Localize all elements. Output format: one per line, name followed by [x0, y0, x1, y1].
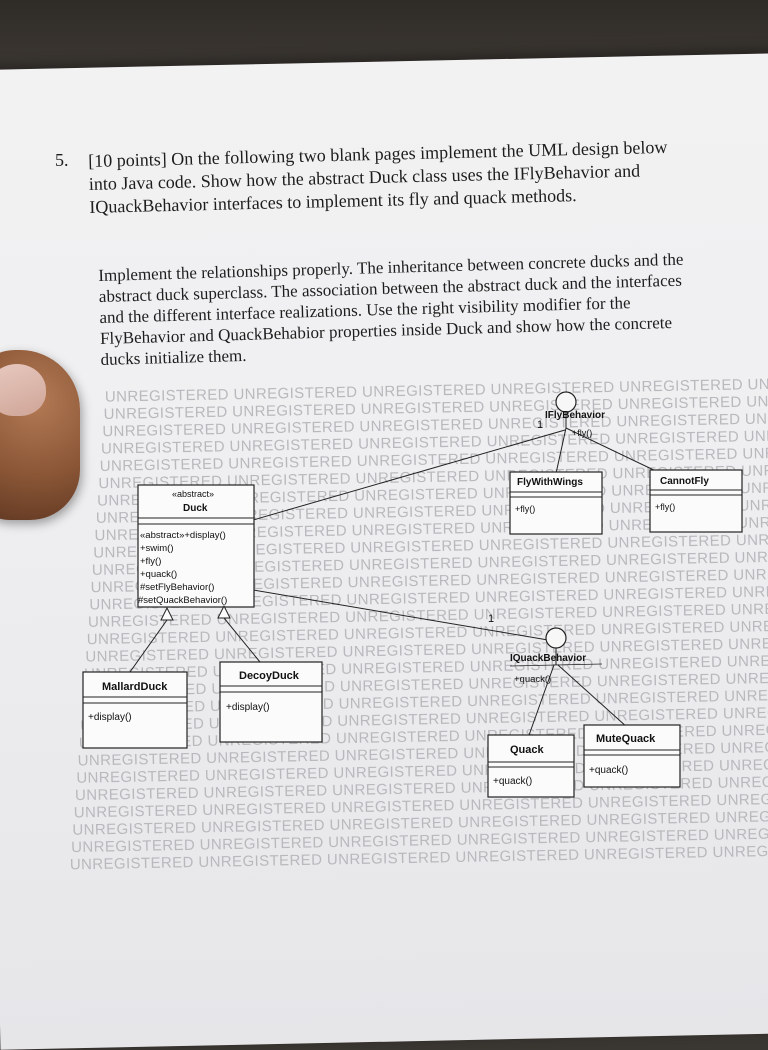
svg-text:CannotFly: CannotFly [660, 476, 709, 487]
quack-interface-op: +quack() [514, 674, 551, 685]
thumbnail-nail [0, 364, 46, 416]
quack-interface-icon [545, 627, 567, 649]
duck-op: +swim() [140, 543, 174, 554]
class-flywithwings: FlyWithWings +fly() [509, 471, 603, 535]
association-fly-line [252, 429, 566, 521]
duck-op: «abstract»+display() [140, 530, 226, 541]
duck-op: +fly() [140, 556, 161, 567]
svg-text:DecoyDuck: DecoyDuck [239, 670, 300, 682]
association-quack-line [252, 589, 549, 641]
svg-text:+quack(): +quack() [493, 776, 532, 787]
class-mutequack: MuteQuack +quack() [583, 724, 681, 788]
svg-text:+fly(): +fly() [655, 502, 675, 512]
inheritance-line-decoy [223, 617, 261, 663]
quack-interface-name: IQuackBehavior [510, 653, 586, 664]
question-number: 5. [55, 150, 69, 170]
svg-text:+quack(): +quack() [589, 765, 628, 776]
svg-text:MuteQuack: MuteQuack [596, 733, 656, 745]
svg-text:+fly(): +fly() [515, 504, 535, 514]
watermark-layer: UNREGISTERED UNREGISTERED UNREGISTERED U… [70, 371, 768, 873]
duck-stereotype: «abstract» [172, 489, 214, 499]
multiplicity-fly: 1 [537, 419, 543, 431]
duck-op: #setFlyBehavior() [140, 582, 214, 593]
realization-quack [527, 664, 555, 739]
duck-name: Duck [183, 503, 208, 514]
fly-interface-name: IFlyBehavior [545, 410, 605, 421]
svg-text:FlyWithWings: FlyWithWings [517, 477, 583, 488]
class-cannotfly: CannotFly +fly() [649, 469, 743, 533]
realization-cannotfly [565, 427, 661, 474]
class-duck: «abstract» Duck «abstract»+display() +sw… [137, 484, 255, 608]
inheritance-line-mallard [129, 619, 168, 673]
thumb-finger [0, 350, 80, 520]
svg-text:+display(): +display() [226, 702, 270, 713]
duck-op: +quack() [140, 569, 177, 580]
uml-diagram: UNREGISTERED UNREGISTERED UNREGISTERED U… [70, 371, 768, 873]
class-mallardduck: MallardDuck +display() [82, 671, 188, 749]
svg-text:Quack: Quack [510, 744, 545, 756]
fly-interface-op: +fly() [572, 428, 592, 438]
duck-op: #setQuackBehavior() [138, 595, 227, 606]
class-decoyduck: DecoyDuck +display() [219, 661, 323, 743]
realization-mutequack [557, 664, 629, 729]
realization-flywithwings [554, 427, 567, 479]
svg-text:+display(): +display() [88, 712, 132, 723]
svg-text:MallardDuck: MallardDuck [102, 681, 168, 693]
fly-interface-icon [555, 391, 577, 413]
multiplicity-quack: 1 [488, 613, 494, 625]
class-quack: Quack +quack() [487, 734, 575, 798]
